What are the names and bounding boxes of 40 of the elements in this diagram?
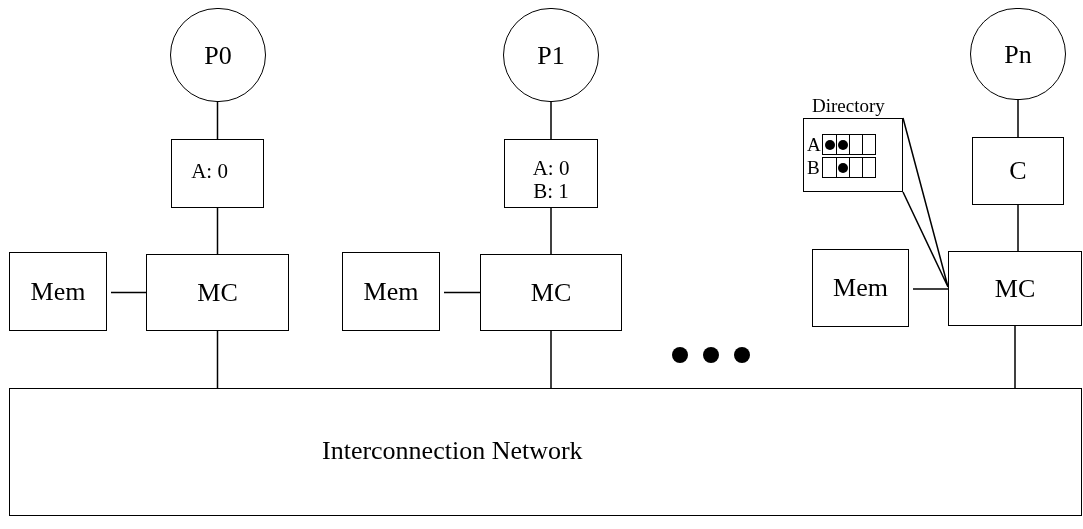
connector-line	[443, 291, 481, 294]
leader-line	[902, 117, 949, 288]
component-label: Mem	[363, 277, 419, 306]
component-box	[146, 254, 289, 331]
component-label: B: 1	[533, 179, 569, 202]
component-box	[9, 252, 107, 331]
component-label: MC	[197, 278, 238, 307]
component-label: Mem	[30, 277, 86, 306]
processor-label: P1	[537, 39, 565, 72]
processor-label: Pn	[1004, 38, 1032, 71]
row-label: B	[807, 157, 821, 178]
row-label: A	[807, 134, 822, 155]
component-box	[504, 139, 598, 208]
connector-line	[110, 291, 147, 294]
connector-line	[550, 101, 552, 140]
processor-label: P0	[204, 39, 232, 72]
component-box	[972, 137, 1064, 205]
connector-line	[216, 330, 219, 389]
connector-line	[1017, 204, 1019, 252]
component-box	[812, 249, 909, 327]
component-box	[948, 251, 1082, 326]
connector-line	[912, 288, 949, 290]
connector-line	[1014, 325, 1016, 389]
connector-line	[216, 207, 219, 255]
component-label: A: 0	[532, 157, 570, 180]
connector-line	[550, 330, 552, 389]
component-box	[480, 254, 622, 331]
component-label: MC	[994, 274, 1036, 303]
component-label: MC	[530, 278, 572, 307]
component-box	[171, 139, 264, 208]
network-box	[9, 388, 1082, 516]
network-label: Interconnection Network	[322, 434, 583, 467]
connector-line	[1017, 99, 1019, 138]
connector-line	[216, 101, 219, 140]
component-label: A: 0	[191, 160, 228, 183]
component-label: C	[1009, 157, 1027, 185]
component-box	[342, 252, 440, 331]
directory-label: Directory	[812, 94, 885, 118]
component-label: Mem	[833, 274, 888, 302]
connector-line	[550, 207, 552, 255]
